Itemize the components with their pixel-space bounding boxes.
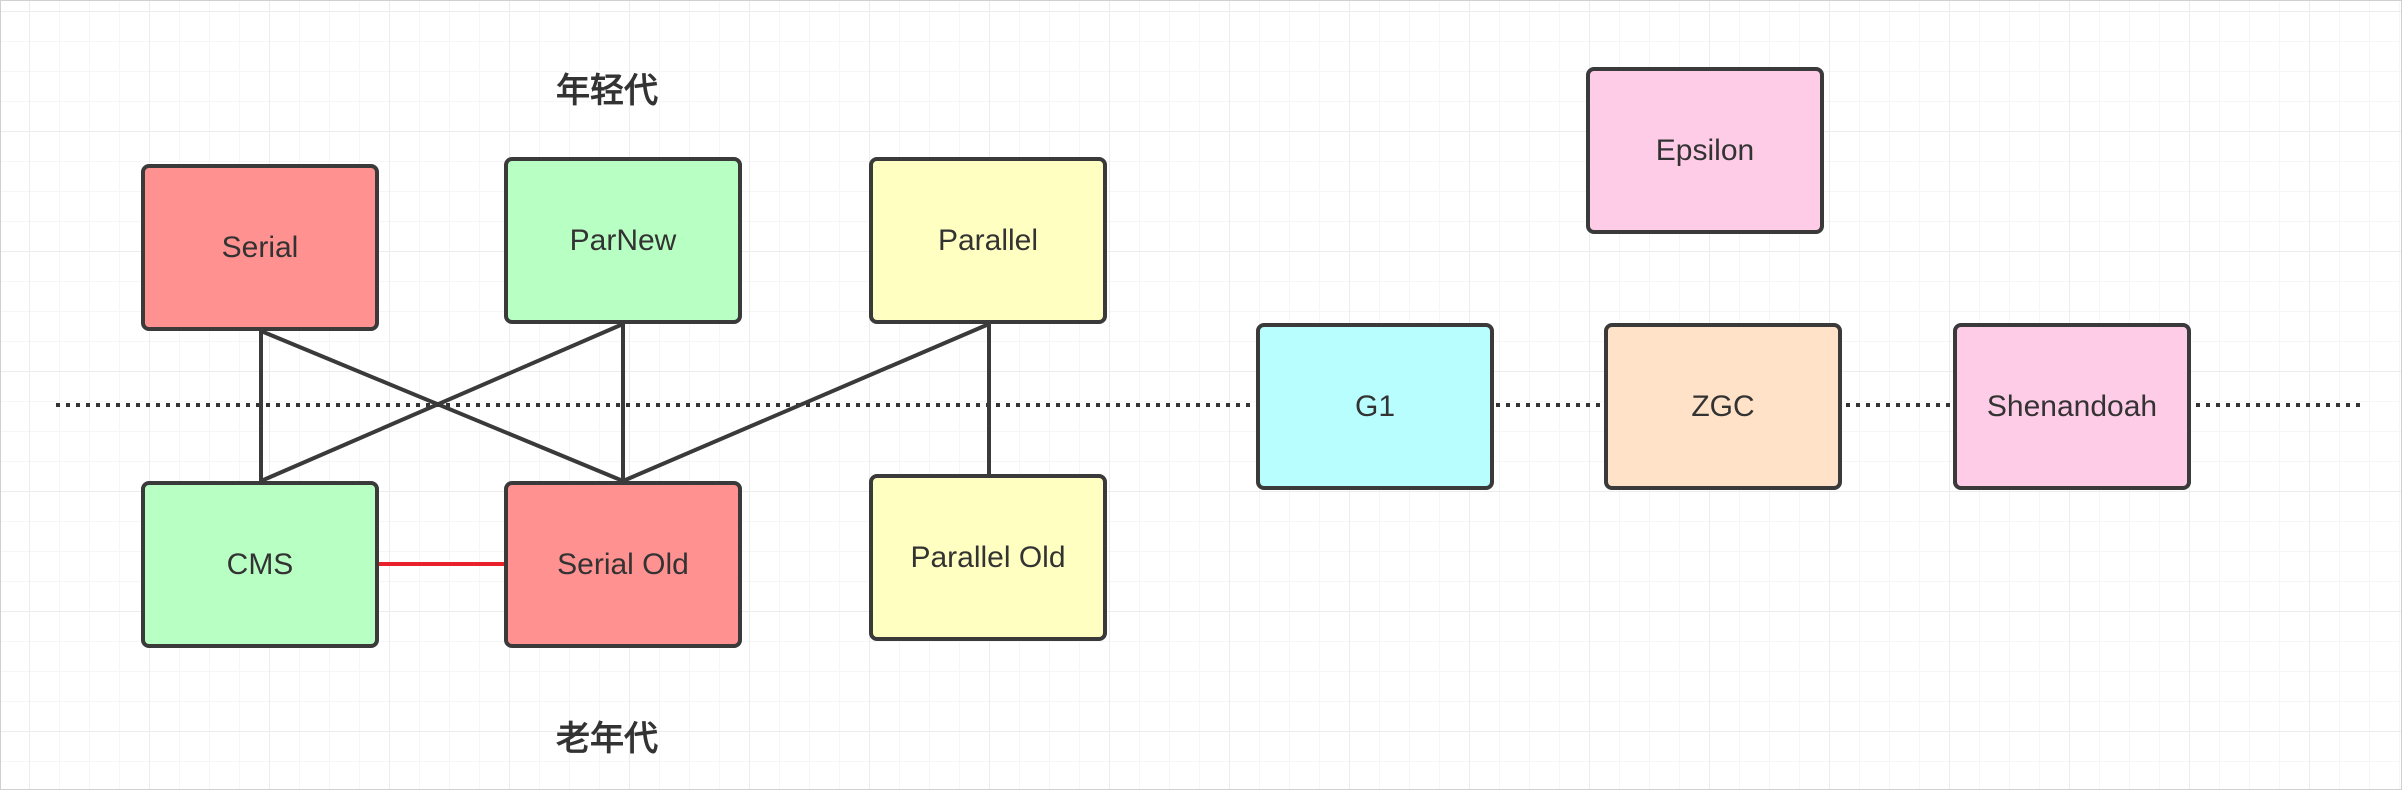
connector-parnew-cms [260, 322, 624, 483]
connector-serial-serial-old [260, 329, 624, 483]
old-generation-label: 老年代 [556, 719, 658, 759]
node-zgc[interactable]: ZGC [1604, 323, 1842, 490]
node-epsilon[interactable]: Epsilon [1586, 67, 1824, 234]
young-generation-label: 年轻代 [556, 71, 658, 111]
node-cms[interactable]: CMS [141, 481, 379, 648]
node-parallel[interactable]: Parallel [869, 157, 1107, 324]
node-shenandoah[interactable]: Shenandoah [1953, 323, 2191, 490]
node-serial[interactable]: Serial [141, 164, 379, 331]
node-g1[interactable]: G1 [1256, 323, 1494, 490]
node-parnew[interactable]: ParNew [504, 157, 742, 324]
connector-parallel-serial-old [622, 322, 990, 483]
node-serial-old[interactable]: Serial Old [504, 481, 742, 648]
node-parallel-old[interactable]: Parallel Old [869, 474, 1107, 641]
